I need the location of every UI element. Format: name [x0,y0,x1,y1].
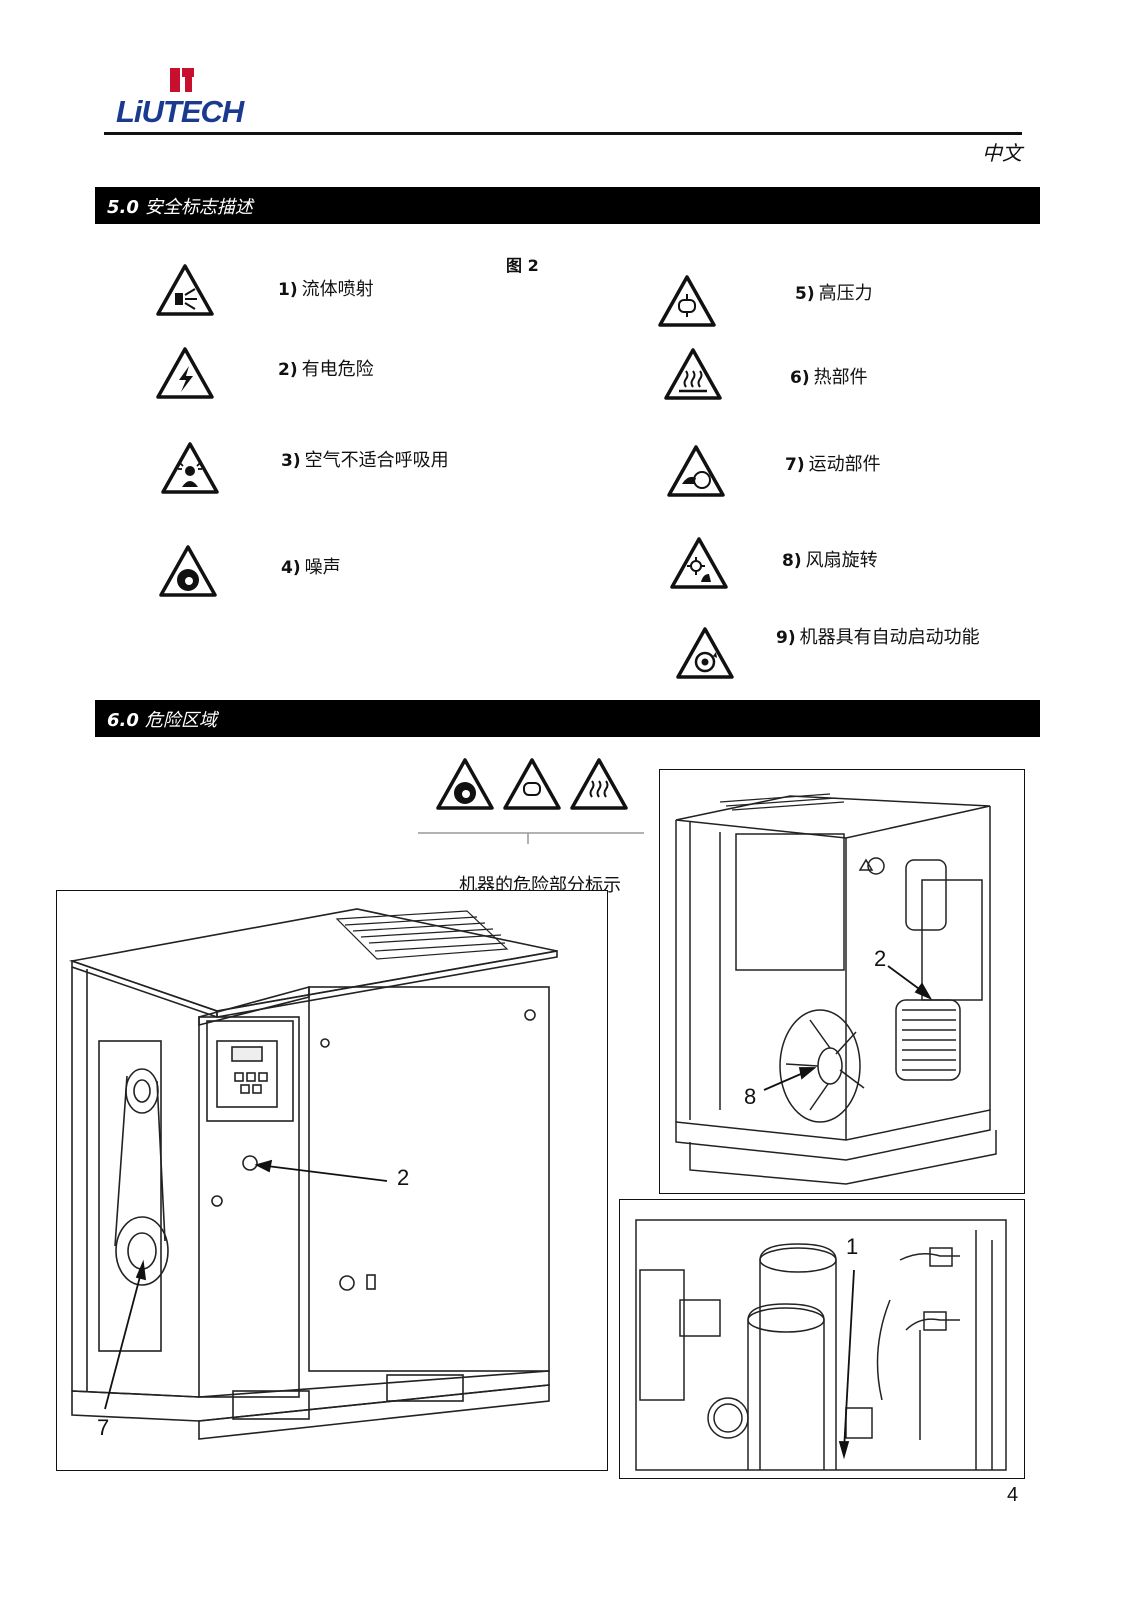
page-number: 4 [1007,1484,1019,1506]
callout-front-belt: 7 [97,1415,110,1440]
sign-1-label: 1)流体喷射 [278,279,374,300]
callout-detail-pipe: 1 [846,1234,859,1259]
rotating-fan-warning-icon [670,537,728,589]
sign-4-label: 4)噪声 [281,557,341,578]
high-pressure-warning-icon [503,758,561,810]
language-label: 中文 [982,141,1022,165]
fluid-jet-warning-icon [156,264,214,316]
figure-label: 图 2 [506,256,539,275]
sign-2-label: 2)有电危险 [278,359,374,380]
auto-start-warning-icon [676,627,734,679]
caption-divider [418,832,644,844]
sign-3-label: 3)空气不适合呼吸用 [281,450,449,471]
sign-5-label: 5)高压力 [795,283,873,304]
section-5-number: 5.0 [107,197,139,218]
sign-9-label: 9)机器具有自动启动功能 [776,627,980,648]
compressor-side-view: 2 8 [659,769,1025,1194]
compressor-front-drawing [68,908,558,1440]
sign-8-label: 8)风扇旋转 [782,550,878,571]
header-rule [104,132,1022,135]
compressor-front-view: 2 7 [56,890,608,1471]
hazard-marking-icons [436,758,628,810]
callout-side-motor: 2 [874,946,887,971]
section-5-title: 安全标志描述 [144,197,253,218]
brand-logo-text: LiUTECH [116,94,244,129]
electric-shock-warning-icon [156,347,214,399]
callout-front-door: 2 [397,1165,410,1190]
hot-parts-warning-icon [570,758,628,810]
section-6-title: 危险区域 [144,710,217,731]
hot-parts-warning-icon [664,348,722,400]
sign-6-label: 6)热部件 [790,367,868,388]
noise-warning-icon [159,545,217,597]
callout-side-fan: 8 [744,1084,757,1109]
liutech-logo-icon [170,68,194,92]
section-6-number: 6.0 [107,710,139,731]
compressor-side-drawing [675,793,997,1185]
high-pressure-warning-icon [658,275,716,327]
moving-parts-warning-icon [667,445,725,497]
unbreathable-air-warning-icon [161,442,219,494]
compressor-detail-view: 1 [619,1199,1025,1479]
sign-7-label: 7)运动部件 [785,454,881,475]
noise-warning-icon [436,758,494,810]
compressor-detail-drawing [635,1219,1007,1471]
